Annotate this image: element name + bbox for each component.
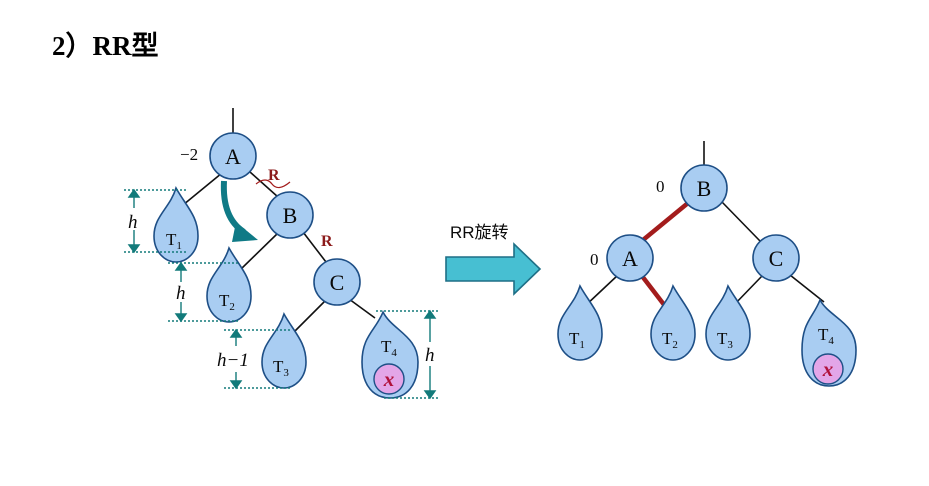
subtree-T3: T3 — [261, 313, 307, 389]
subtree-T2-after: T2 — [650, 285, 696, 361]
subtree-T1-after: T1 — [557, 285, 603, 361]
svg-text:C: C — [330, 270, 345, 295]
svg-text:x: x — [383, 367, 395, 391]
svg-text:T1: T1 — [569, 329, 585, 351]
edge-B-C — [721, 201, 761, 242]
height-label-T2: h — [176, 283, 186, 304]
edge-mark-r-2: R — [321, 233, 333, 250]
balance-factor-B-after: 0 — [656, 177, 665, 196]
svg-text:T4: T4 — [381, 337, 397, 359]
svg-text:T4: T4 — [818, 325, 834, 347]
height-label-T4: h — [425, 345, 435, 366]
rotation-label: RR旋转 — [450, 223, 509, 242]
node-C: C — [313, 258, 361, 306]
balance-factor-A-after: 0 — [590, 250, 599, 269]
svg-text:C: C — [769, 246, 784, 271]
svg-text:B: B — [283, 203, 298, 228]
svg-text:T2: T2 — [219, 291, 235, 313]
page-title: 2）RR型 — [52, 31, 159, 61]
rotation-curve-arrow — [220, 180, 258, 242]
svg-text:B: B — [697, 176, 712, 201]
inserted-node-x-after — [812, 353, 844, 385]
node-C-after: C — [752, 234, 800, 282]
height-label-T3: h−1 — [217, 350, 249, 371]
svg-text:T3: T3 — [717, 329, 733, 351]
height-label-T1: h — [128, 212, 138, 233]
subtree-T1: T1 — [153, 187, 199, 263]
inserted-node-x — [373, 363, 405, 395]
subtree-T3-after: T3 — [705, 285, 751, 361]
edge-B-C — [302, 231, 327, 263]
balance-factor-A: −2 — [180, 145, 198, 164]
edge-B-A-highlight — [641, 201, 690, 242]
before-tree: A B C −2 R R T1 T2 T3 T4 — [124, 108, 440, 400]
node-B-after: B — [680, 164, 728, 212]
svg-text:T1: T1 — [166, 230, 182, 252]
edge-B-T2 — [239, 232, 279, 271]
svg-text:A: A — [225, 144, 241, 169]
node-A-after: A — [606, 234, 654, 282]
svg-text:A: A — [622, 246, 638, 271]
edge-A-T2-highlight — [640, 274, 667, 308]
edge-C-T4 — [348, 298, 376, 319]
edge-C-T3 — [290, 300, 326, 336]
edge-C-T4 — [789, 274, 825, 303]
subtree-T4-after: T4 x — [801, 298, 857, 387]
edge-A-T1 — [584, 274, 619, 307]
node-B: B — [266, 191, 314, 239]
subtree-T4: T4 x — [361, 310, 419, 399]
svg-text:T3: T3 — [273, 357, 289, 379]
edge-mark-r-1: R — [268, 167, 280, 184]
r-squiggle — [255, 179, 291, 189]
node-A: A — [209, 132, 257, 180]
svg-text:T2: T2 — [662, 329, 678, 351]
edge-A-B — [249, 171, 279, 198]
subtree-T2: T2 — [206, 247, 252, 323]
rotation-arrow: RR旋转 — [445, 223, 542, 296]
after-tree: B A C 0 0 T1 T2 T3 T4 x — [557, 141, 857, 387]
svg-text:x: x — [822, 357, 834, 381]
edge-A-T1 — [182, 172, 223, 206]
